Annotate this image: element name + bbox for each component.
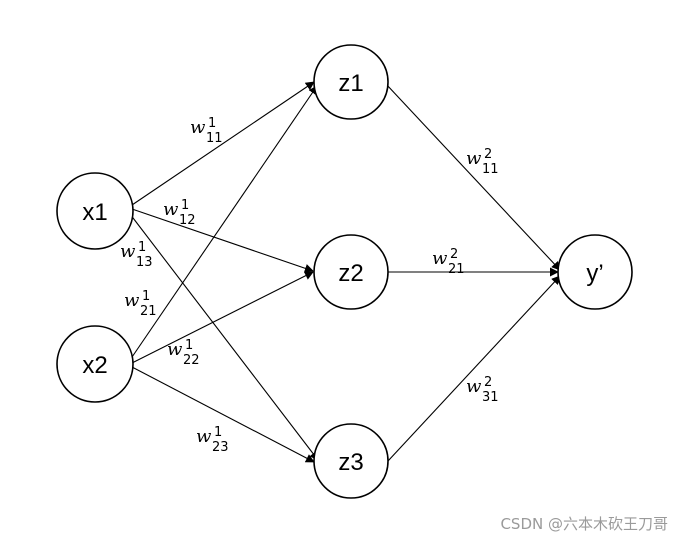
svg-text:21: 21	[140, 304, 157, 319]
svg-text:23: 23	[212, 440, 229, 455]
svg-text:1: 1	[214, 425, 222, 440]
node-z3-label: z3	[338, 449, 363, 476]
svg-text:1: 1	[185, 338, 193, 353]
svg-text:w: w	[163, 199, 179, 220]
svg-text:w: w	[466, 376, 482, 397]
edge-x2-z3	[131, 366, 315, 463]
svg-text:w: w	[196, 426, 212, 447]
node-y-label: y’	[586, 260, 603, 287]
node-x1-label: x1	[82, 199, 107, 226]
svg-text:1: 1	[142, 289, 150, 304]
edge-x1-z1	[131, 81, 315, 206]
edge-x2-z1	[129, 85, 318, 361]
node-z1: z1	[313, 44, 389, 120]
svg-text:1: 1	[138, 240, 146, 255]
node-x1: x1	[56, 172, 134, 250]
svg-text:12: 12	[179, 213, 196, 228]
svg-text:21: 21	[448, 262, 465, 277]
svg-text:w: w	[167, 339, 183, 360]
svg-text:w: w	[124, 290, 140, 311]
edge-x1-z3	[129, 213, 319, 461]
node-y: y’	[557, 234, 633, 310]
svg-text:2: 2	[450, 247, 458, 262]
weight-w13-1: w 1 13	[120, 240, 153, 270]
svg-text:2: 2	[484, 147, 492, 162]
svg-text:31: 31	[482, 390, 499, 405]
svg-text:w: w	[190, 117, 206, 138]
svg-text:w: w	[466, 148, 482, 169]
svg-text:22: 22	[183, 353, 200, 368]
svg-text:11: 11	[206, 131, 223, 146]
svg-text:1: 1	[181, 198, 189, 213]
weight-w21-2: w 2 21	[432, 247, 465, 277]
edge-x2-z2	[131, 271, 314, 364]
node-x2-label: x2	[82, 352, 107, 379]
weight-w11-1: w 1 11	[190, 116, 223, 146]
node-x2: x2	[56, 325, 134, 403]
node-z2: z2	[313, 234, 389, 310]
weight-w11-2: w 2 11	[466, 147, 499, 177]
weight-w23-1: w 1 23	[196, 425, 229, 455]
weight-w21-1: w 1 21	[124, 289, 157, 319]
svg-text:11: 11	[482, 162, 499, 177]
edge-x1-z2	[131, 208, 314, 273]
svg-text:13: 13	[136, 255, 153, 270]
watermark: CSDN @六本木砍王刀哥	[500, 515, 668, 533]
node-z2-label: z2	[338, 260, 363, 287]
weight-w31-2: w 2 31	[466, 375, 499, 405]
svg-text:w: w	[120, 241, 136, 262]
weight-w12-1: w 1 12	[163, 198, 196, 228]
svg-text:w: w	[432, 248, 448, 269]
svg-text:2: 2	[484, 375, 492, 390]
node-z1-label: z1	[338, 70, 363, 97]
weight-w22-1: w 1 22	[167, 338, 200, 368]
svg-text:1: 1	[208, 116, 216, 131]
edge-z1-y	[385, 83, 561, 271]
node-z3: z3	[313, 423, 389, 499]
edge-z3-y	[387, 275, 561, 462]
